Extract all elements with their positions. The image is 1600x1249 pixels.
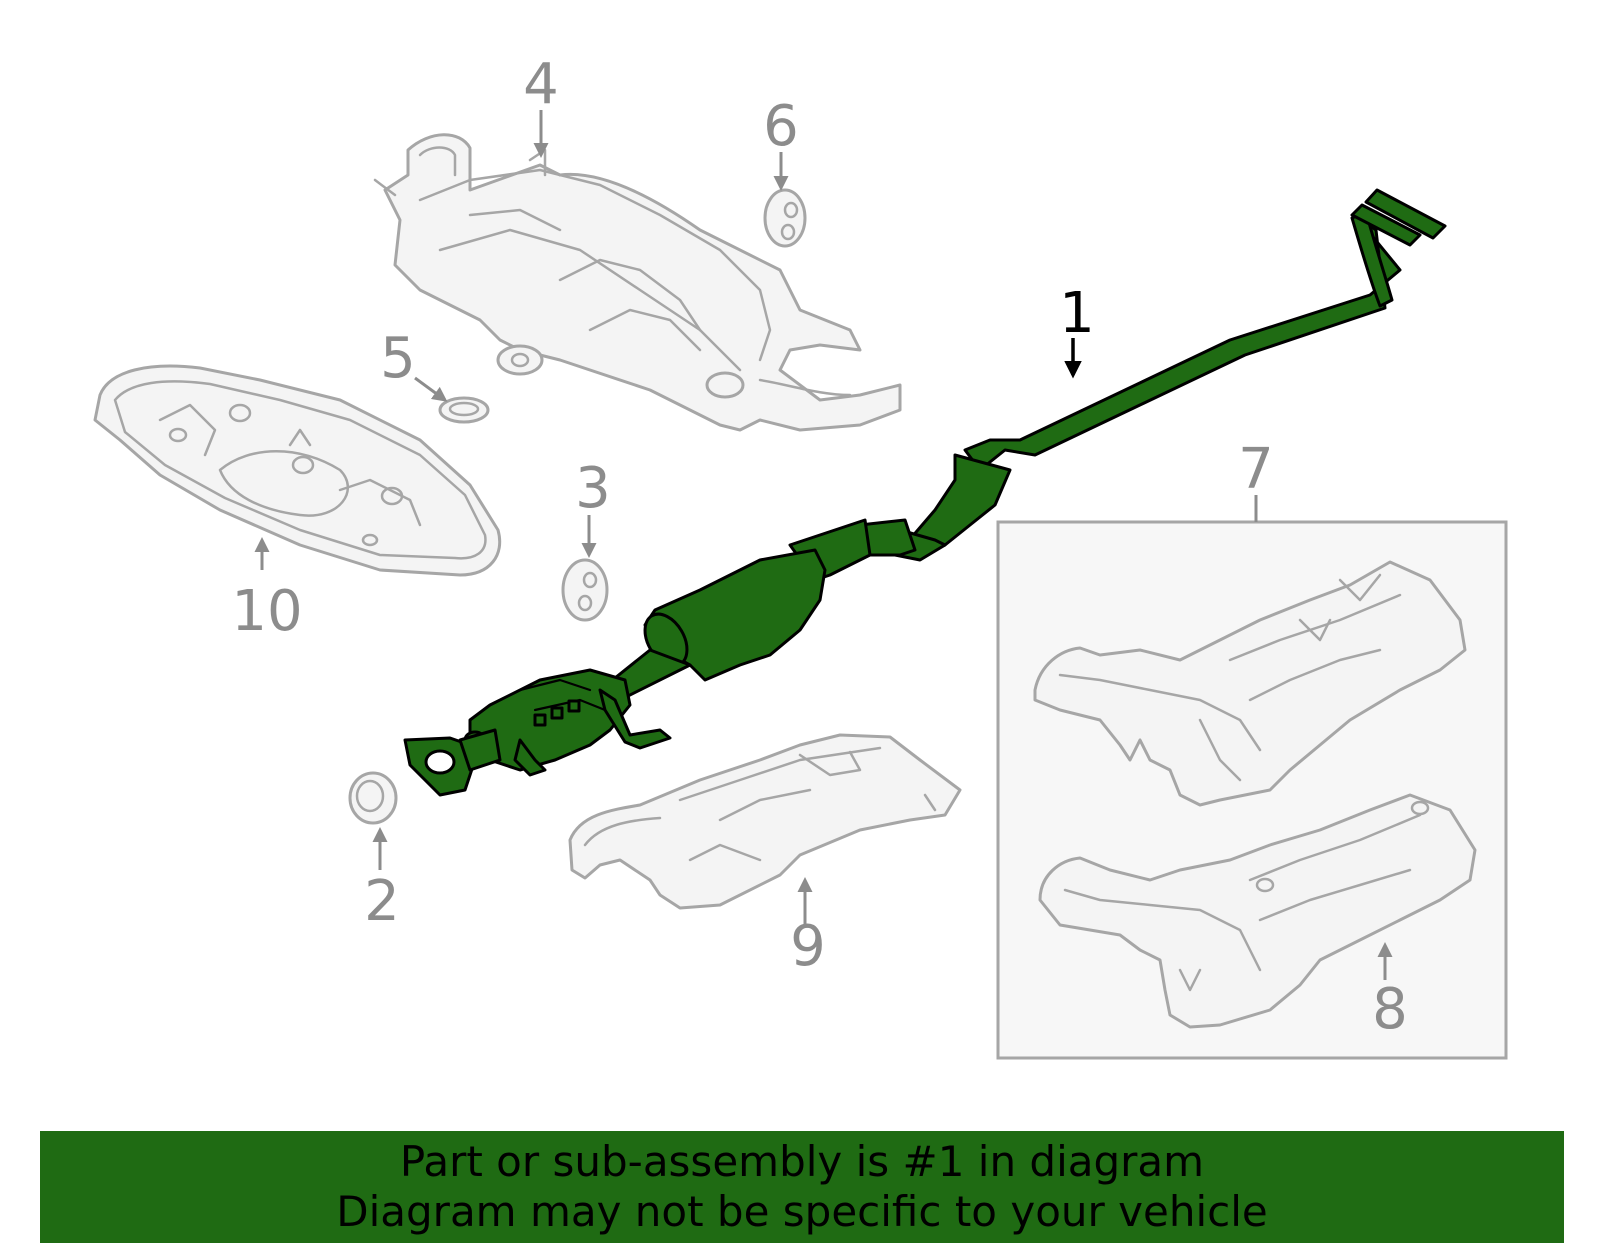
hanger-3-part bbox=[561, 558, 609, 622]
gasket-5-part bbox=[438, 396, 490, 424]
callout-6: 6 bbox=[763, 94, 799, 159]
banner-line-1: Part or sub-assembly is #1 in diagram bbox=[399, 1137, 1205, 1186]
heat-shield-9-part bbox=[568, 733, 962, 910]
callout-2: 2 bbox=[364, 869, 400, 934]
callout-4: 4 bbox=[523, 52, 559, 117]
muffler-part bbox=[373, 133, 902, 432]
callout-9: 9 bbox=[790, 914, 826, 979]
callout-3: 3 bbox=[575, 456, 611, 521]
banner-line-2: Diagram may not be specific to your vehi… bbox=[336, 1187, 1268, 1236]
callout-8: 8 bbox=[1372, 977, 1408, 1042]
callout-1: 1 bbox=[1059, 281, 1095, 346]
heat-shield-10-part bbox=[93, 364, 502, 577]
gasket-2-part bbox=[348, 771, 398, 825]
callout-10: 10 bbox=[231, 579, 302, 644]
info-banner: Part or sub-assembly is #1 in diagram Di… bbox=[40, 1131, 1564, 1243]
callout-7: 7 bbox=[1238, 437, 1274, 502]
callout-5: 5 bbox=[380, 326, 416, 391]
heat-shield-8-lower-part bbox=[1038, 793, 1477, 1029]
front-exhaust-pipe-part-1 bbox=[403, 188, 1447, 797]
heat-shield-8-upper-part bbox=[1033, 560, 1467, 807]
hanger-6-part bbox=[763, 188, 807, 248]
